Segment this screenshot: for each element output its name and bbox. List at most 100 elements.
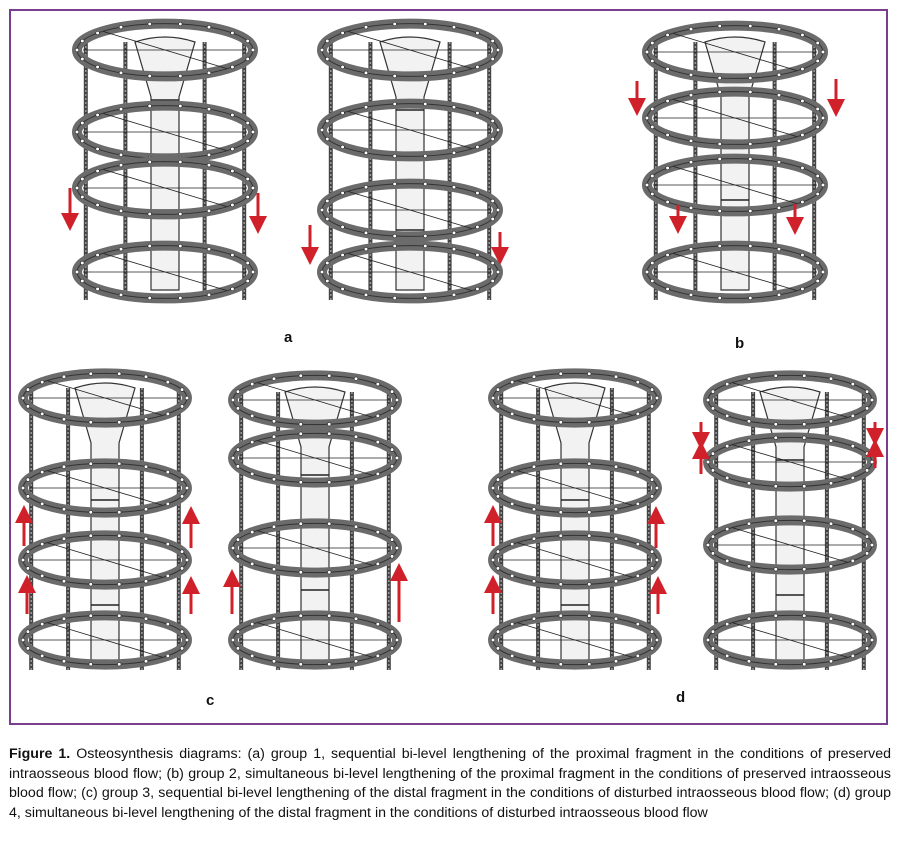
ring-hole [850,653,855,658]
ring-hole [327,521,332,526]
ring-hole [688,72,694,77]
ring-hole [392,73,397,79]
ring-hole [650,260,655,266]
ring-hole [250,530,255,535]
ring-hole [828,564,834,569]
transosseous-wire [673,166,797,204]
ring-hole [746,521,752,526]
ring-hole [245,260,250,266]
ring-hole [325,38,330,44]
ring-hole [725,653,730,658]
ring-hole [710,389,716,394]
ring-hole [235,447,241,452]
ring-hole [587,371,592,376]
ring-hole [389,537,395,542]
ring-hole [495,404,501,409]
ring-hole [649,387,655,392]
ring-hole [25,646,31,651]
caption-text: Osteosynthesis diagrams: (a) group 1, se… [9,746,891,821]
ring-hole [864,451,870,456]
ring-hole [95,202,100,208]
ring-hole [230,168,235,174]
ring-hole [613,579,619,584]
ring-hole [490,278,495,284]
fixator-device [488,368,662,670]
ring-hole [165,622,170,627]
ring-hole [389,447,395,452]
ring-hole [802,373,807,378]
ring-hole [613,536,619,541]
transosseous-wire [257,622,373,658]
ring-hole [649,494,655,499]
ring-hole [705,397,711,403]
ring-hole [644,115,650,121]
ring-hole [510,653,515,658]
ring-hole [392,21,397,27]
ring-hole [178,211,183,217]
ring-hole [650,124,655,130]
ring-hole [61,536,67,541]
ring-hole [95,252,100,258]
ring-hole [815,278,820,284]
ring-hole [375,561,380,566]
ring-hole [353,376,359,381]
ring-hole [178,73,183,79]
ring-hole [776,205,782,210]
ring-hole [776,138,782,143]
ring-hole [490,118,495,124]
ring-hole [95,146,100,152]
ring-hole [206,70,212,75]
ring-hole [490,395,496,401]
ring-hole [325,198,330,204]
ring-hole [206,208,212,213]
ring-hole [117,533,122,538]
ring-hole [165,380,170,385]
ring-hole [650,278,655,284]
ring-hole [635,470,640,475]
ring-hole [143,507,149,512]
ring-hole [20,485,26,491]
ring-hole [178,295,183,301]
ring-hole [353,659,359,664]
ring-hole [423,153,428,159]
ring-hole [748,295,753,301]
ring-hole [118,25,124,30]
ring-hole [490,557,496,563]
ring-hole [558,371,563,376]
ring-hole [363,150,369,155]
ring-hole [40,411,45,416]
ring-hole [510,542,515,547]
ring-hole [710,646,716,651]
transosseous-wire [47,622,163,658]
ring-hole [776,247,782,252]
ring-hole [245,176,250,182]
ring-hole [363,185,369,190]
ring-hole [143,659,149,664]
ring-hole [688,247,694,252]
ring-hole [510,573,515,578]
ring-hole [510,380,515,385]
ring-hole [773,518,778,523]
transosseous-wire [47,542,163,578]
ring-hole [710,551,716,556]
ring-hole [206,292,212,297]
ring-hole [531,579,537,584]
ring-hole [389,629,395,634]
ring-hole [230,252,235,258]
transosseous-wire [517,380,633,416]
ring-hole [649,549,655,554]
ring-hole [802,518,807,523]
ring-hole [165,653,170,658]
ring-hole [665,286,670,292]
panel-label-a: a [284,329,293,346]
ring-hole [147,243,152,249]
ring-hole [828,616,834,621]
ring-hole [423,21,428,27]
transosseous-wire [103,253,227,291]
ring-hole [184,395,190,401]
ring-hole [245,120,250,126]
transosseous-wire [517,542,633,578]
ring-hole [495,269,501,275]
ring-hole [118,163,124,168]
ring-hole [746,616,752,621]
